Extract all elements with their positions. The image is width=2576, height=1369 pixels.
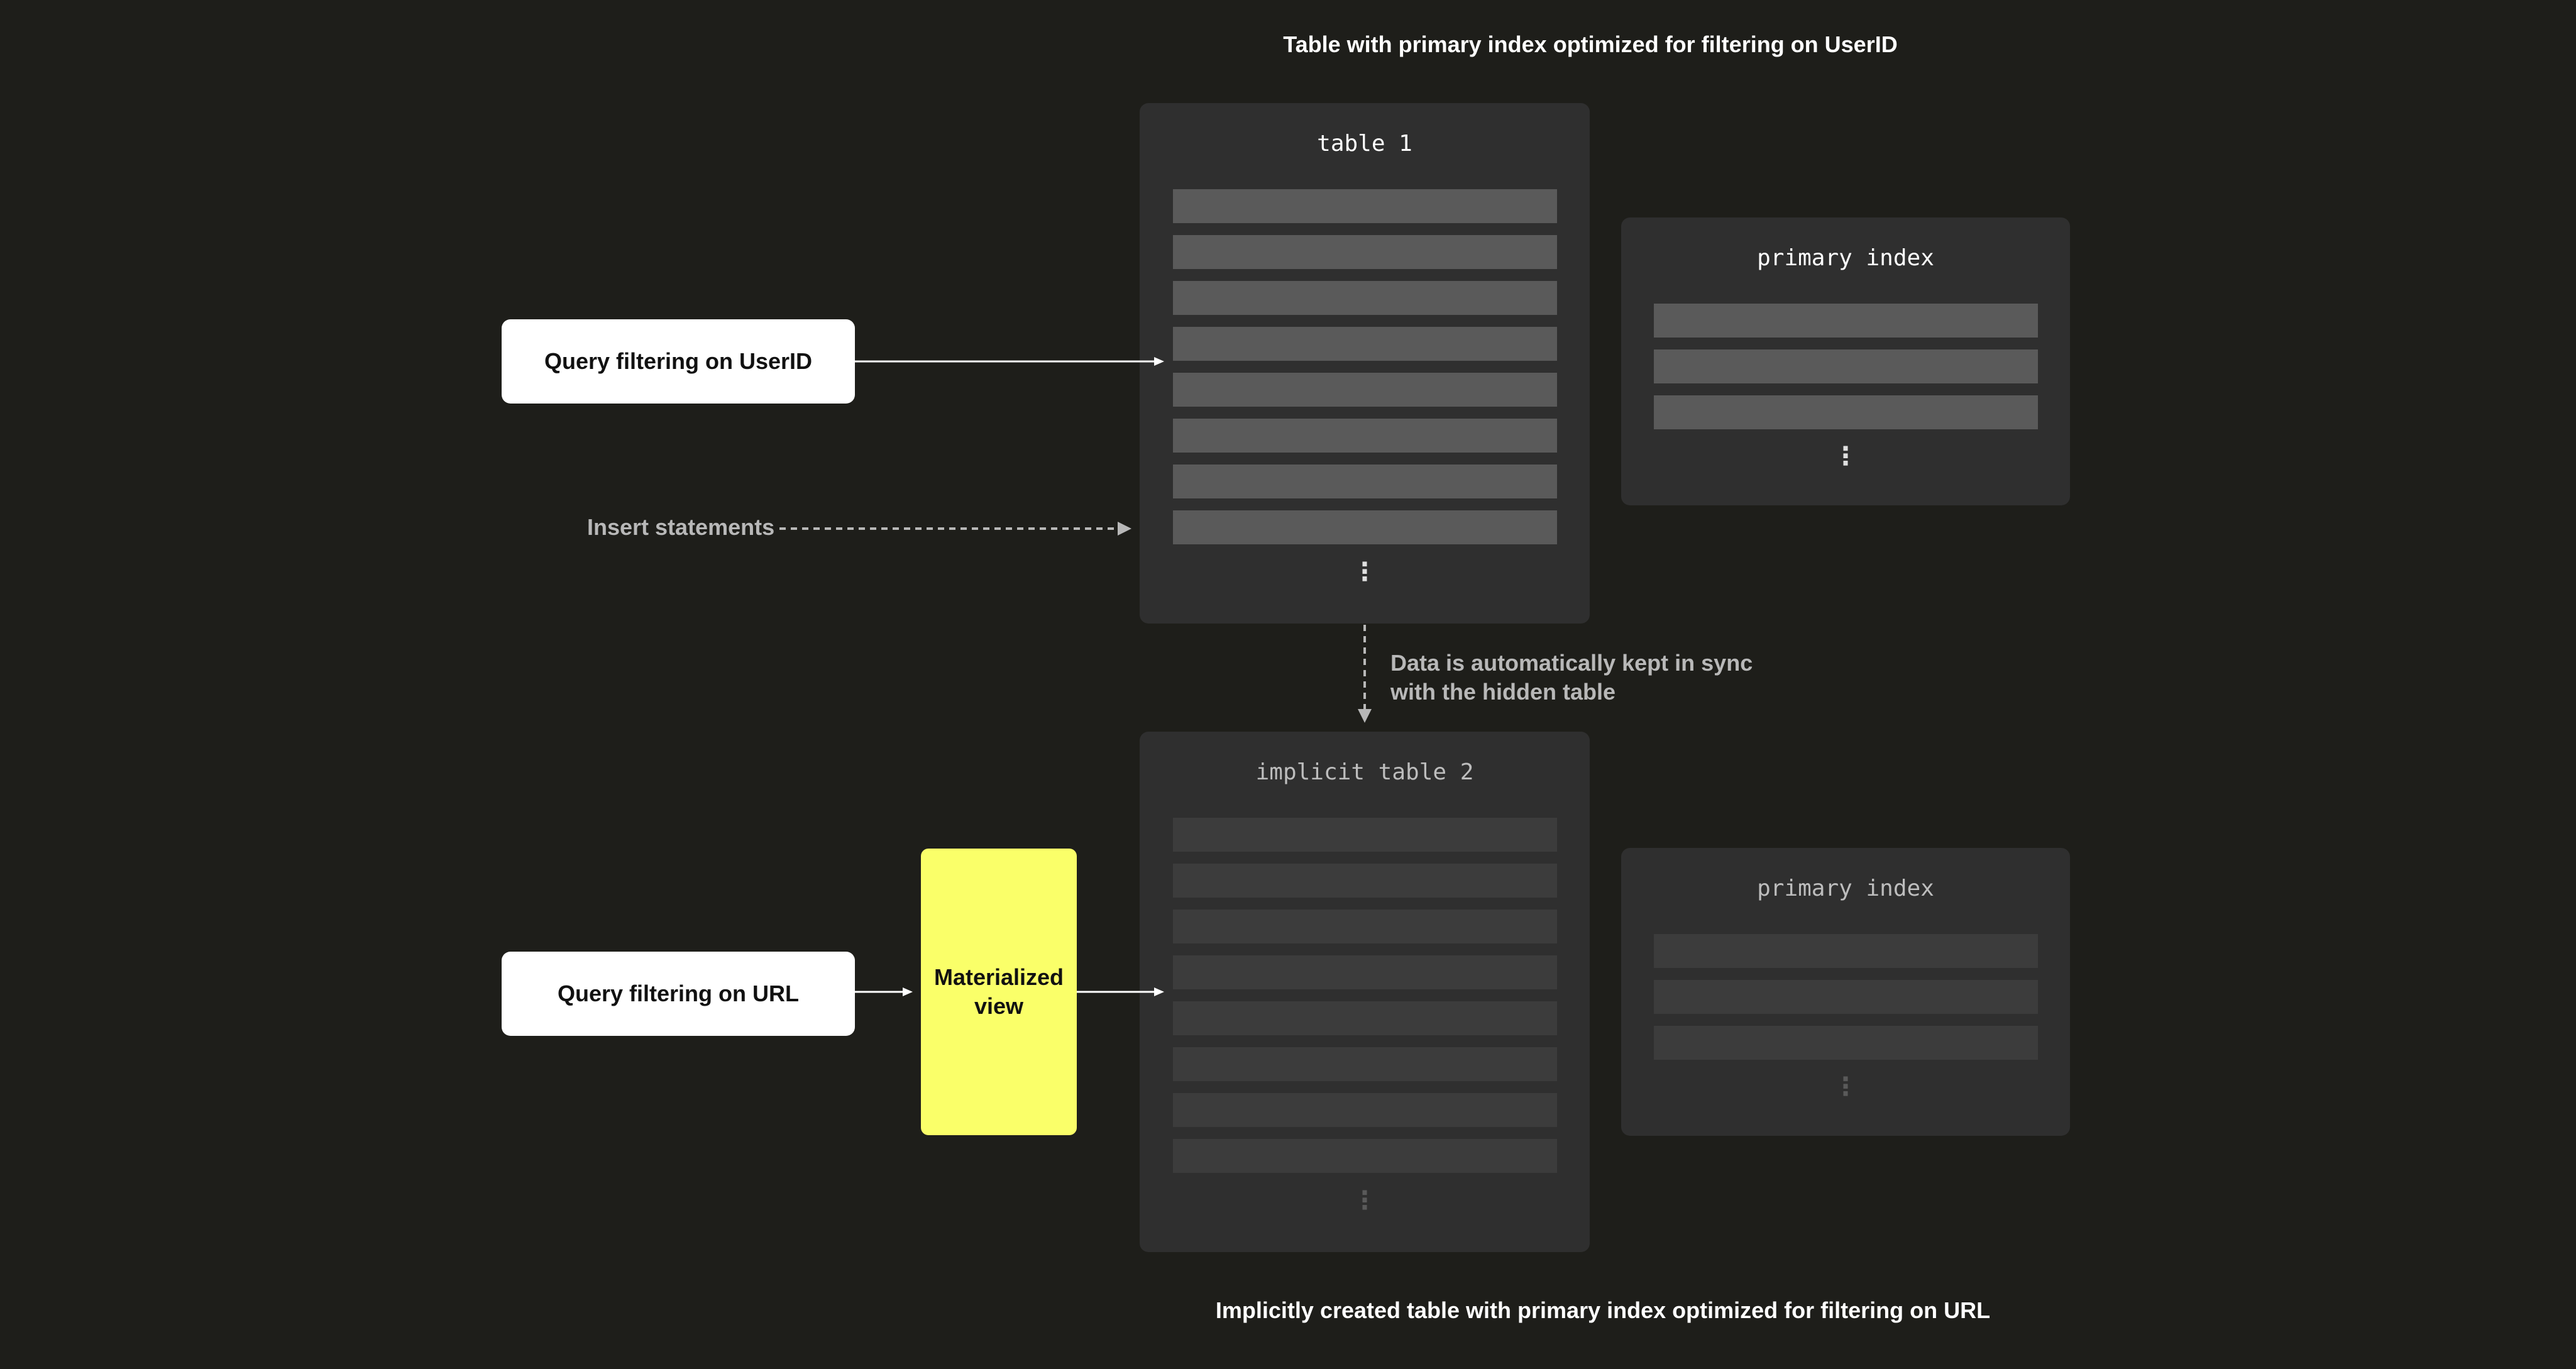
query-url-label: Query filtering on URL xyxy=(557,981,799,1006)
primary-index-top-row xyxy=(1654,395,2038,429)
table-1-row xyxy=(1173,281,1557,315)
table-1-row xyxy=(1173,327,1557,361)
table-2-row xyxy=(1173,1139,1557,1173)
table-1-panel: table 1 ⋮ xyxy=(1140,103,1590,624)
primary-index-top-row xyxy=(1654,304,2038,338)
arrow-query-url-to-materialized-view xyxy=(855,987,913,996)
primary-index-bottom-row xyxy=(1654,934,2038,968)
table-2-row xyxy=(1173,864,1557,898)
arrow-query-userid-to-table-1 xyxy=(855,357,1164,366)
top-caption: Table with primary index optimized for f… xyxy=(1283,31,1898,57)
sync-note-line-1: Data is automatically kept in sync xyxy=(1390,650,1753,676)
bottom-caption: Implicitly created table with primary in… xyxy=(1215,1297,1991,1323)
table-2-row xyxy=(1173,910,1557,943)
arrow-table-1-to-table-2 xyxy=(1358,625,1372,723)
primary-index-top-ellipsis: ⋮ xyxy=(1833,442,1858,471)
query-userid-label: Query filtering on UserID xyxy=(544,348,813,374)
primary-index-top-title: primary index xyxy=(1757,245,1934,271)
implicit-table-2-title: implicit table 2 xyxy=(1255,759,1474,785)
primary-index-bottom-row xyxy=(1654,980,2038,1014)
materialized-view-line-2: view xyxy=(974,993,1024,1019)
table-2-row xyxy=(1173,1001,1557,1035)
table-2-row xyxy=(1173,955,1557,989)
query-url-box: Query filtering on URL xyxy=(502,952,855,1036)
insert-statements-label: Insert statements xyxy=(587,514,775,540)
table-1-row xyxy=(1173,510,1557,544)
table-1-row xyxy=(1173,373,1557,407)
table-2-row xyxy=(1173,818,1557,852)
primary-index-bottom-row xyxy=(1654,1026,2038,1060)
primary-index-top-row xyxy=(1654,349,2038,383)
arrow-insert-to-table-1 xyxy=(779,522,1131,536)
table-2-ellipsis: ⋮ xyxy=(1352,1186,1377,1215)
table-2-row xyxy=(1173,1093,1557,1127)
primary-index-bottom-panel: primary index ⋮ xyxy=(1621,848,2070,1136)
materialized-view-box: Materialized view xyxy=(921,849,1077,1135)
table-2-row xyxy=(1173,1047,1557,1081)
sync-note: Data is automatically kept in sync with … xyxy=(1390,649,1753,706)
table-1-row xyxy=(1173,465,1557,498)
table-1-row xyxy=(1173,419,1557,453)
implicit-table-2-panel: implicit table 2 ⋮ xyxy=(1140,732,1590,1252)
table-1-row xyxy=(1173,189,1557,223)
query-userid-box: Query filtering on UserID xyxy=(502,319,855,404)
materialized-view-line-1: Materialized xyxy=(933,964,1064,990)
table-1-ellipsis: ⋮ xyxy=(1352,558,1377,586)
primary-index-bottom-ellipsis: ⋮ xyxy=(1833,1072,1858,1101)
primary-index-top-panel: primary index ⋮ xyxy=(1621,217,2070,505)
sync-note-line-2: with the hidden table xyxy=(1390,679,1616,705)
table-1-title: table 1 xyxy=(1317,131,1412,157)
table-1-row xyxy=(1173,235,1557,269)
primary-index-bottom-title: primary index xyxy=(1757,876,1934,901)
